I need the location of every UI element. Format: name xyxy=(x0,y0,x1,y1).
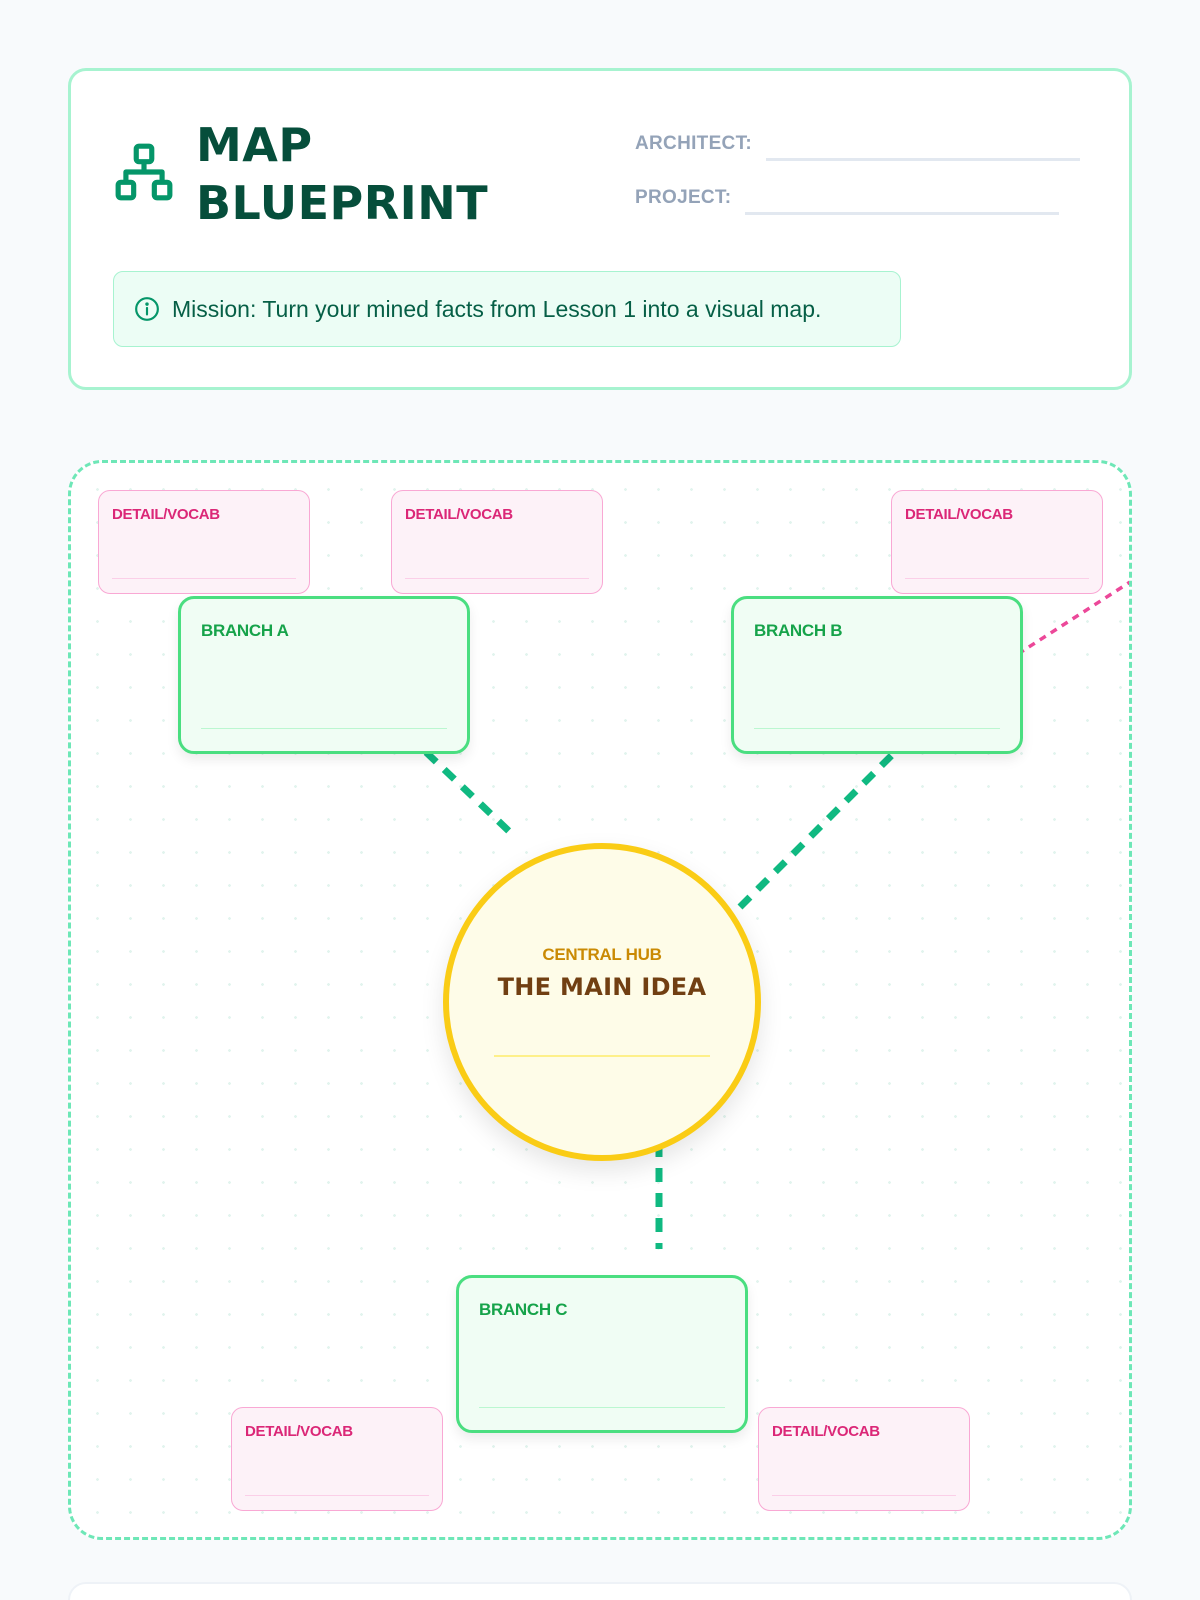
branch-b-input-line[interactable] xyxy=(754,727,1000,729)
detail-card[interactable]: DETAIL/VOCAB xyxy=(231,1407,443,1511)
architect-field: ARCHITECT: xyxy=(635,133,1080,161)
detail-card[interactable]: DETAIL/VOCAB xyxy=(891,490,1103,594)
detail-label: DETAIL/VOCAB xyxy=(112,506,220,523)
detail-input-line[interactable] xyxy=(245,1494,429,1496)
detail-input-line[interactable] xyxy=(405,577,589,579)
sitemap-icon xyxy=(115,143,173,201)
mission-text: Mission: Turn your mined facts from Less… xyxy=(172,295,822,322)
detail-label: DETAIL/VOCAB xyxy=(405,506,513,523)
branch-b-card[interactable]: BRANCH B xyxy=(731,596,1023,754)
branch-c-card[interactable]: BRANCH C xyxy=(456,1275,748,1433)
hub-input-line[interactable] xyxy=(494,1055,710,1057)
title-line-1: MAP xyxy=(196,118,313,172)
project-label: PROJECT: xyxy=(635,187,732,208)
title-line-2: BLUEPRINT xyxy=(196,176,489,230)
architect-input[interactable] xyxy=(766,158,1080,161)
mission-banner: Mission: Turn your mined facts from Less… xyxy=(113,271,901,347)
detail-label: DETAIL/VOCAB xyxy=(905,506,1013,523)
header-card: MAP BLUEPRINT ARCHITECT: PROJECT: Missio… xyxy=(68,68,1132,390)
connector-branch-b-detail xyxy=(1006,580,1129,663)
detail-input-line[interactable] xyxy=(112,577,296,579)
mind-map-canvas: DETAIL/VOCAB DETAIL/VOCAB DETAIL/VOCAB D… xyxy=(68,460,1132,1540)
next-section-card xyxy=(68,1582,1132,1600)
detail-label: DETAIL/VOCAB xyxy=(245,1423,353,1440)
info-icon xyxy=(135,297,159,321)
detail-card[interactable]: DETAIL/VOCAB xyxy=(758,1407,970,1511)
central-hub[interactable]: CENTRAL HUB THE MAIN IDEA xyxy=(443,843,761,1161)
branch-c-input-line[interactable] xyxy=(479,1406,725,1408)
detail-input-line[interactable] xyxy=(772,1494,956,1496)
hub-kicker: CENTRAL HUB xyxy=(542,945,662,964)
architect-label: ARCHITECT: xyxy=(635,133,752,154)
detail-card[interactable]: DETAIL/VOCAB xyxy=(98,490,310,594)
branch-c-label: BRANCH C xyxy=(479,1300,568,1319)
page-title: MAP BLUEPRINT xyxy=(196,116,488,232)
project-input[interactable] xyxy=(745,212,1060,215)
hub-title: THE MAIN IDEA xyxy=(497,973,707,1001)
detail-card[interactable]: DETAIL/VOCAB xyxy=(391,490,603,594)
project-field: PROJECT: xyxy=(635,187,1060,215)
branch-a-input-line[interactable] xyxy=(201,727,447,729)
detail-input-line[interactable] xyxy=(905,577,1089,579)
detail-label: DETAIL/VOCAB xyxy=(772,1423,880,1440)
connector-hub-branch-b xyxy=(733,735,912,914)
branch-a-label: BRANCH A xyxy=(201,621,289,640)
branch-a-card[interactable]: BRANCH A xyxy=(178,596,470,754)
branch-b-label: BRANCH B xyxy=(754,621,843,640)
